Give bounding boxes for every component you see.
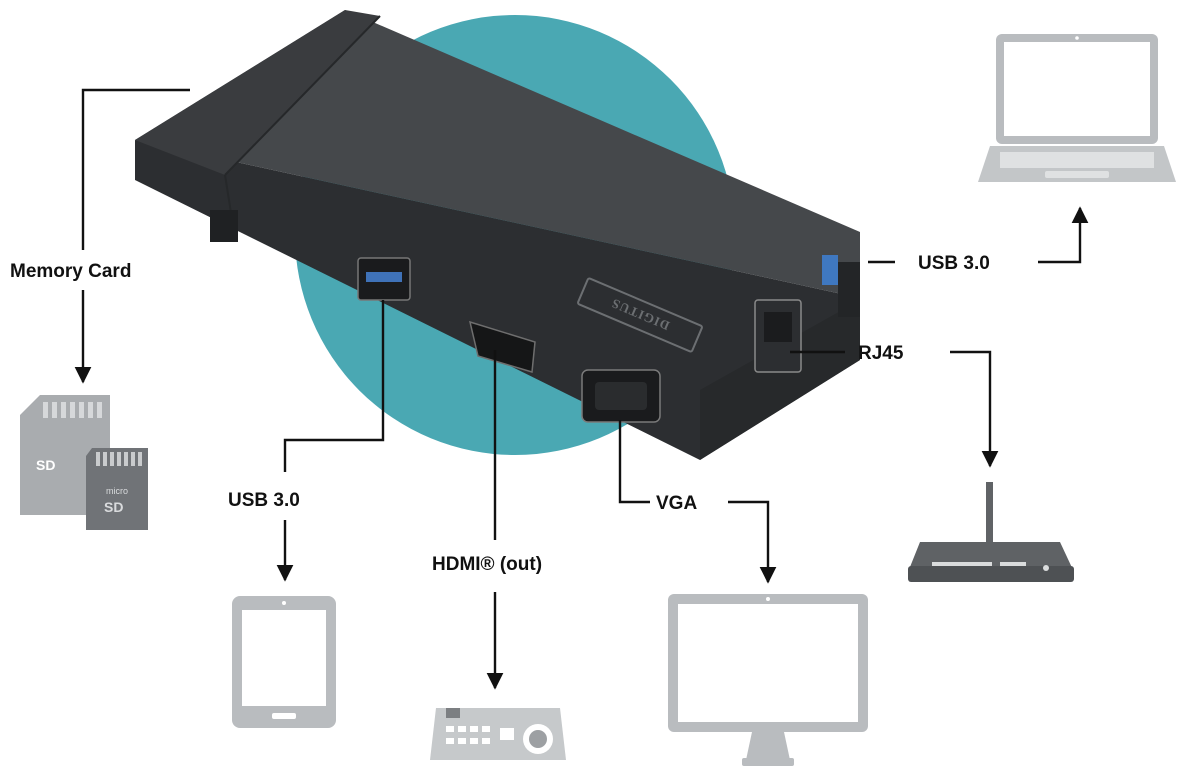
usb-port xyxy=(357,257,411,301)
svg-text:SD: SD xyxy=(104,499,123,515)
vga-port xyxy=(581,369,661,423)
label-usb-right: USB 3.0 xyxy=(918,253,990,274)
svg-text:micro: micro xyxy=(106,486,128,496)
svg-text:SD: SD xyxy=(36,457,55,473)
side-usb-port xyxy=(822,255,838,285)
hdmi-port xyxy=(468,320,536,373)
label-usb-bottom: USB 3.0 xyxy=(228,490,300,511)
usb-docking-hub-icon: DIGITUS xyxy=(135,10,860,460)
tablet-icon xyxy=(232,596,336,728)
laptop-icon xyxy=(978,34,1176,182)
rj45-port xyxy=(754,299,802,373)
connector-lines xyxy=(74,88,1089,690)
label-vga: VGA xyxy=(656,493,697,514)
label-rj45: RJ45 xyxy=(858,343,904,364)
projector-icon xyxy=(430,708,566,760)
label-hdmi: HDMI® (out) xyxy=(432,554,542,575)
label-memory-card: Memory Card xyxy=(10,261,131,282)
sd-card-icon: SD micro SD xyxy=(20,395,148,530)
monitor-icon xyxy=(668,594,868,766)
router-icon xyxy=(908,482,1074,582)
